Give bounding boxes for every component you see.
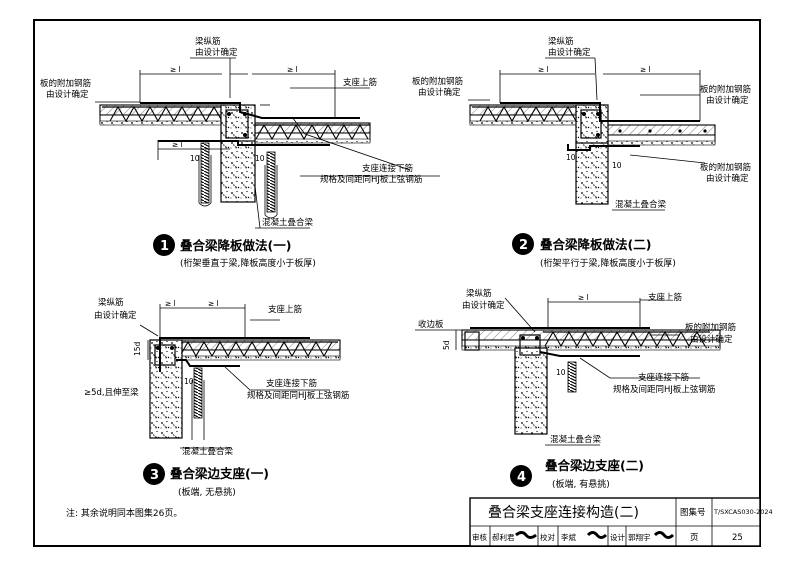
d4-same-chord-label: 规格及间距同HJ板上弦钢筋: [613, 384, 715, 395]
d4-sub: (板端, 有悬挑): [552, 478, 610, 490]
d2-extra-bar-design-3: 由设计确定: [706, 173, 749, 184]
d3-beam-label: 混凝土叠合梁: [182, 446, 234, 457]
detail-1: 梁纵筋 由设计确定 板的附加钢筋 由设计确定 支座上筋 支座连接下筋 规格及间距…: [40, 36, 440, 269]
d4-caption: 叠合梁边支座(二): [545, 458, 644, 473]
title-block-page-no: 25: [732, 533, 743, 543]
d4-extra-bar-design: 由设计确定: [690, 334, 733, 345]
d3-sub: (板端, 无悬挑): [178, 486, 236, 498]
d4-extra-bar-label: 板的附加钢筋: [685, 322, 736, 333]
d2-dim-la-2: ≥ l: [640, 65, 651, 74]
title-block-checker: 李斌: [561, 532, 576, 542]
d1-dim-10b: 10: [255, 154, 265, 163]
d1-top-bar-label: 支座上筋: [343, 77, 377, 88]
d1-dim-la-1: ≥ l: [170, 65, 181, 74]
d2-dim-10b: 10: [612, 161, 622, 170]
d1-same-chord-label: 规格及间距同HJ板上弦钢筋: [320, 174, 422, 185]
title-block-title: 叠合梁支座连接构造(二): [488, 504, 639, 521]
d2-number: 2: [519, 238, 528, 253]
d4-dim-5d: 5d: [442, 340, 451, 350]
detail-4: 梁纵筋 由设计确定 支座上筋 板的附加钢筋 由设计确定 收边板 支座连接下筋 规…: [415, 288, 736, 490]
d4-edge-form-label: 收边板: [418, 319, 444, 330]
d4-beam-bar-label: 梁纵筋: [466, 288, 492, 299]
title-block-atlas-label: 图集号: [680, 507, 706, 518]
general-note: 注: 其余说明同本图集26页。: [66, 507, 182, 519]
d1-dim-la-3: ≥ l: [172, 140, 183, 149]
title-block-page-label: 页: [690, 533, 699, 543]
d3-dim-la-2: ≥ l: [208, 299, 219, 308]
d3-bottom-bar-label: 支座连接下筋: [266, 378, 317, 389]
title-block-design-label: 设计: [610, 532, 625, 542]
d1-extra-bar-design: 由设计确定: [46, 89, 89, 100]
title-block-reviewer: 郝利君: [492, 532, 515, 542]
title-block: 叠合梁支座连接构造(二) 图集号 T/SXCAS030-2024 页 25 审核…: [469, 497, 773, 547]
d3-dim-15d: 15d: [133, 341, 142, 356]
d2-beam-bar-label: 梁纵筋: [548, 36, 574, 47]
d2-dim-la-1: ≥ l: [538, 65, 549, 74]
d2-extra-bar-label-2: 板的附加钢筋: [700, 84, 751, 95]
d1-beam-label: 混凝土叠合梁: [262, 217, 314, 228]
d2-sub: (桁架平行于梁,降板高度小于板厚): [540, 257, 676, 269]
detail-3: 梁纵筋 由设计确定 支座上筋 支座连接下筋 规格及间距同HJ板上弦钢筋 ≥5d,…: [84, 297, 349, 498]
detail-2: 梁纵筋 由设计确定 板的附加钢筋 由设计确定 板的附加钢筋 由设计确定 板的附加…: [412, 36, 751, 269]
title-block-designer: 郭翔宇: [628, 532, 651, 542]
d3-beam-bar-label: 梁纵筋: [98, 297, 124, 308]
d2-beam-bar-design: 由设计确定: [548, 47, 591, 58]
d1-dim-10: 10: [190, 154, 200, 163]
d3-dim-la-1: ≥ l: [165, 299, 176, 308]
d3-dim-10: 10: [184, 377, 194, 386]
d2-extra-bar-label: 板的附加钢筋: [412, 76, 463, 87]
d3-beam-bar-design: 由设计确定: [94, 310, 137, 321]
d2-extra-bar-label-3: 板的附加钢筋: [700, 162, 751, 173]
title-block-review-label: 审核: [472, 532, 487, 542]
d1-beam-bar-design: 由设计确定: [195, 47, 238, 58]
d1-number: 1: [160, 239, 169, 254]
d4-beam-bar-design: 由设计确定: [462, 300, 505, 311]
d2-dim-10: 10: [566, 153, 576, 162]
d2-caption: 叠合梁降板做法(二): [540, 237, 651, 252]
d4-number: 4: [517, 470, 526, 485]
d1-dim-la-2: ≥ l: [287, 65, 298, 74]
d4-bottom-bar-label: 支座连接下筋: [638, 372, 689, 383]
d4-dim-10: 10: [556, 368, 566, 377]
d2-extra-bar-design-2: 由设计确定: [706, 95, 749, 106]
d1-caption: 叠合梁降板做法(一): [180, 238, 291, 253]
d3-caption: 叠合梁边支座(一): [170, 466, 269, 481]
d4-dim-la: ≥ l: [578, 293, 589, 302]
d3-number: 3: [150, 468, 159, 483]
title-block-atlas-no: T/SXCAS030-2024: [713, 508, 773, 516]
d3-top-bar-label: 支座上筋: [268, 304, 302, 315]
d1-extra-bar-label: 板的附加钢筋: [40, 78, 91, 89]
d1-beam-bar-label: 梁纵筋: [195, 36, 221, 47]
title-block-check-label: 校对: [540, 532, 555, 542]
sheet-border: [33, 19, 761, 547]
d3-same-chord-label: 规格及间距同HJ板上弦钢筋: [247, 390, 349, 401]
d1-sub: (桁架垂直于梁,降板高度小于板厚): [180, 257, 316, 269]
d1-bottom-bar-label: 支座连接下筋: [362, 163, 413, 174]
d4-beam-label: 混凝土叠合梁: [550, 434, 602, 445]
d2-beam-label: 混凝土叠合梁: [615, 199, 667, 210]
d2-extra-bar-design: 由设计确定: [418, 87, 461, 98]
d4-top-bar-label: 支座上筋: [648, 292, 682, 303]
d3-anchor-label: ≥5d,且伸至梁: [84, 387, 139, 398]
